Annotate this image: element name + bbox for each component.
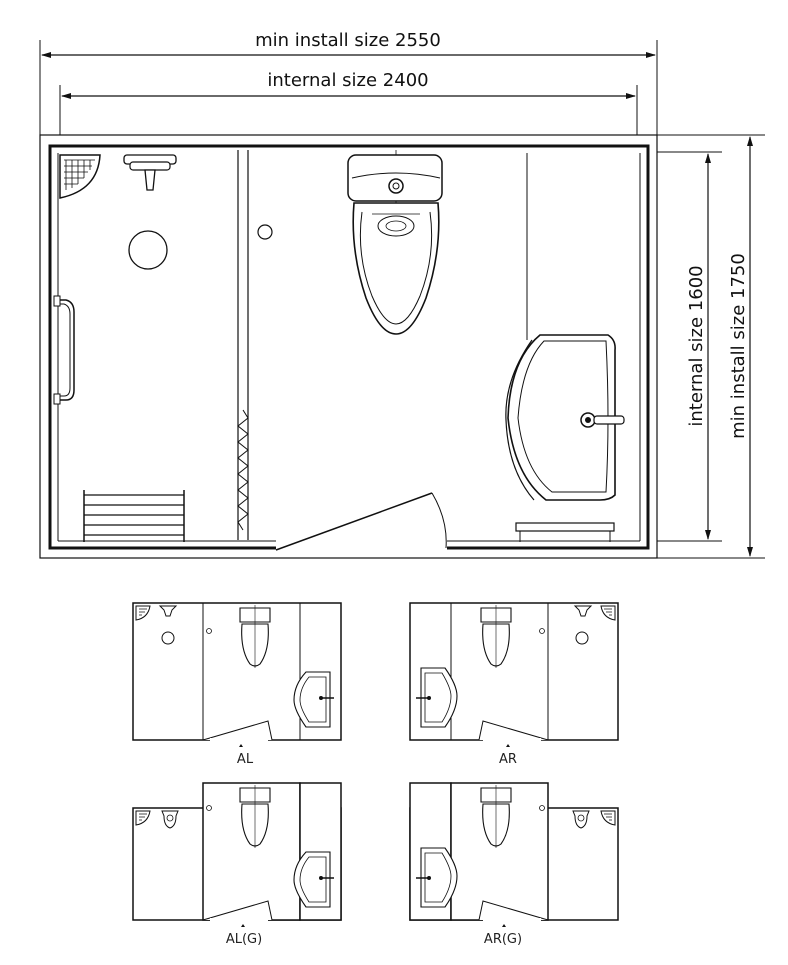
towel-rack-icon <box>83 490 185 542</box>
variant-label: AL <box>237 752 254 767</box>
toilet-icon <box>347 150 443 335</box>
floor-drain-icon <box>128 230 168 270</box>
variant-label: AR(G) <box>484 932 522 947</box>
door-leaf <box>275 492 433 551</box>
vanity-basin-icon <box>505 334 625 542</box>
floor-drain-small-icon <box>257 224 273 240</box>
grab-bar-icon <box>53 295 75 405</box>
internal-width-label: internal size 2400 <box>267 70 428 91</box>
variant-al-thumbnail: AL <box>132 602 342 767</box>
vanity-towel-bar <box>515 522 615 532</box>
corner-shelf-mesh <box>64 159 95 190</box>
variant-label: AR <box>499 752 517 767</box>
door-swing-arc <box>431 492 447 549</box>
variant-al-g-thumbnail: AL(G) <box>132 782 342 947</box>
variant-ar-g-thumbnail: AR(G) <box>409 782 619 947</box>
door-opening <box>276 543 447 551</box>
shower-mixer-icon <box>123 154 177 191</box>
internal-depth-label: internal size 1600 <box>686 265 707 426</box>
min-install-depth-label: min install size 1750 <box>728 253 749 439</box>
shower-door-zigzag <box>237 409 249 531</box>
dimension-lines: min install size 2550 internal size 2400… <box>39 30 765 559</box>
main-floor-plan <box>39 134 658 559</box>
min-install-width-label: min install size 2550 <box>255 30 441 51</box>
variant-ar-thumbnail: AR <box>409 602 619 767</box>
variant-label: AL(G) <box>226 932 262 947</box>
